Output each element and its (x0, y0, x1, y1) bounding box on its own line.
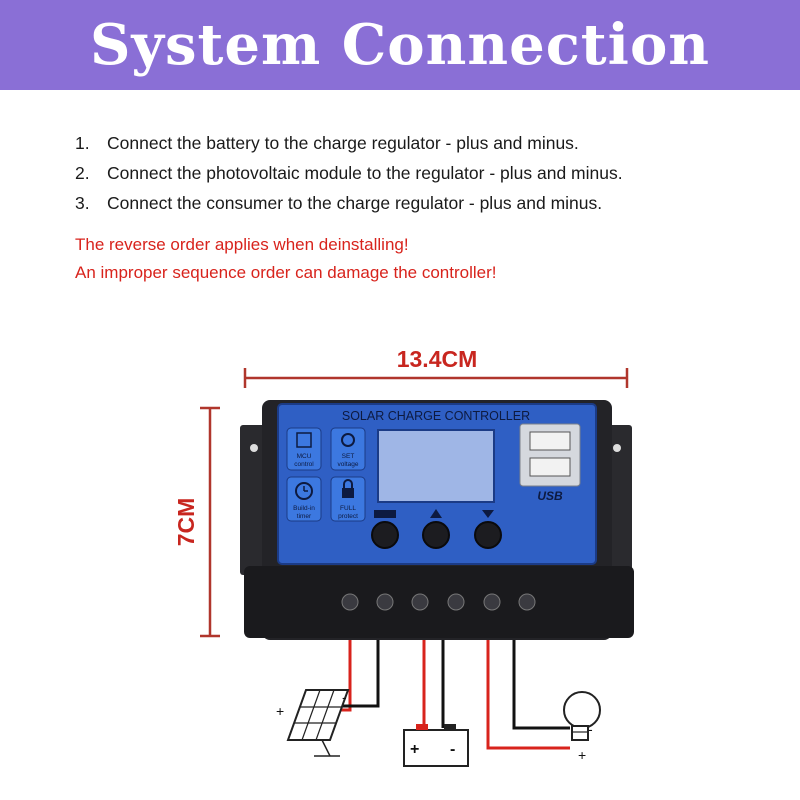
terminal-screw (376, 593, 394, 611)
load-plus-wire (486, 640, 570, 750)
svg-text:SET: SET (342, 453, 355, 460)
menu-button[interactable] (371, 521, 399, 549)
height-dimension: 7CM (173, 406, 220, 638)
battery-plus-sign: + (410, 741, 419, 758)
button-row (371, 509, 502, 549)
height-label: 7CM (173, 498, 199, 547)
page-title: System Connection (89, 12, 711, 78)
lock-icon (342, 488, 354, 498)
mcu-feature: MCU control (286, 427, 322, 471)
load-plus-sign: + (578, 747, 586, 763)
solar-panel-icon (286, 689, 350, 757)
warning-block: The reverse order applies when deinstall… (75, 231, 496, 287)
chip-icon (296, 432, 312, 448)
usb-label: USB (537, 489, 563, 503)
gear-icon (341, 433, 355, 447)
solar-minus-wire (338, 640, 380, 708)
terminal-block (244, 566, 634, 638)
step-text: Connect the photovoltaic module to the r… (107, 163, 623, 183)
mount-hole (250, 444, 258, 452)
svg-text:voltage: voltage (338, 461, 359, 468)
svg-text:control: control (294, 461, 314, 468)
terminal-screws (341, 593, 536, 611)
controller-title: SOLAR CHARGE CONTROLLER (342, 409, 530, 423)
width-dimension: 13.4CM (243, 346, 629, 388)
instruction-step: 1. Connect the battery to the charge regu… (75, 128, 623, 158)
svg-text:protect: protect (338, 513, 358, 520)
up-button[interactable] (422, 521, 450, 549)
protect-feature: FULL protect (330, 476, 366, 522)
instruction-list: 1. Connect the battery to the charge regu… (75, 128, 623, 218)
mount-hole (613, 444, 621, 452)
load-minus-sign: - (588, 721, 593, 737)
left-flange (240, 425, 268, 575)
timer-feature: Build-in timer (286, 476, 322, 522)
set-feature: SET voltage (330, 427, 366, 471)
light-bulb-icon (563, 691, 601, 741)
warning-line: An improper sequence order can damage th… (75, 263, 497, 282)
terminal-screw (447, 593, 465, 611)
terminal-screw (483, 593, 501, 611)
width-label: 13.4CM (397, 346, 478, 372)
instruction-step: 3. Connect the consumer to the charge reg… (75, 188, 623, 218)
terminal-screw (411, 593, 429, 611)
load-minus-wire (512, 640, 570, 730)
usb-port[interactable] (529, 457, 571, 477)
clock-icon (295, 482, 313, 500)
down-button[interactable] (474, 521, 502, 549)
lcd-screen (377, 429, 495, 503)
svg-text:Build-in: Build-in (293, 505, 315, 512)
down-arrow-icon (482, 510, 494, 518)
solar-plus-sign: + (276, 703, 284, 719)
svg-text:timer: timer (297, 513, 312, 520)
up-arrow-icon (430, 509, 442, 518)
solar-minus-sign: - (342, 689, 347, 705)
step-text: Connect the consumer to the charge regul… (107, 193, 603, 213)
step-number: 3. (75, 193, 90, 213)
menu-icon (374, 510, 396, 518)
terminal-screw (518, 593, 536, 611)
battery-minus-sign: - (450, 741, 455, 758)
instruction-step: 2. Connect the photovoltaic module to the… (75, 158, 623, 188)
step-number: 1. (75, 133, 90, 153)
svg-text:MCU: MCU (297, 453, 312, 460)
step-number: 2. (75, 163, 90, 183)
terminal-screw (341, 593, 359, 611)
battery-icon (403, 724, 469, 767)
usb-ports: USB (519, 423, 581, 503)
warning-line: The reverse order applies when deinstall… (75, 235, 409, 254)
title-banner: System Connection (0, 0, 800, 90)
usb-port[interactable] (529, 431, 571, 451)
step-text: Connect the battery to the charge regula… (107, 133, 579, 153)
svg-text:FULL: FULL (340, 505, 356, 512)
